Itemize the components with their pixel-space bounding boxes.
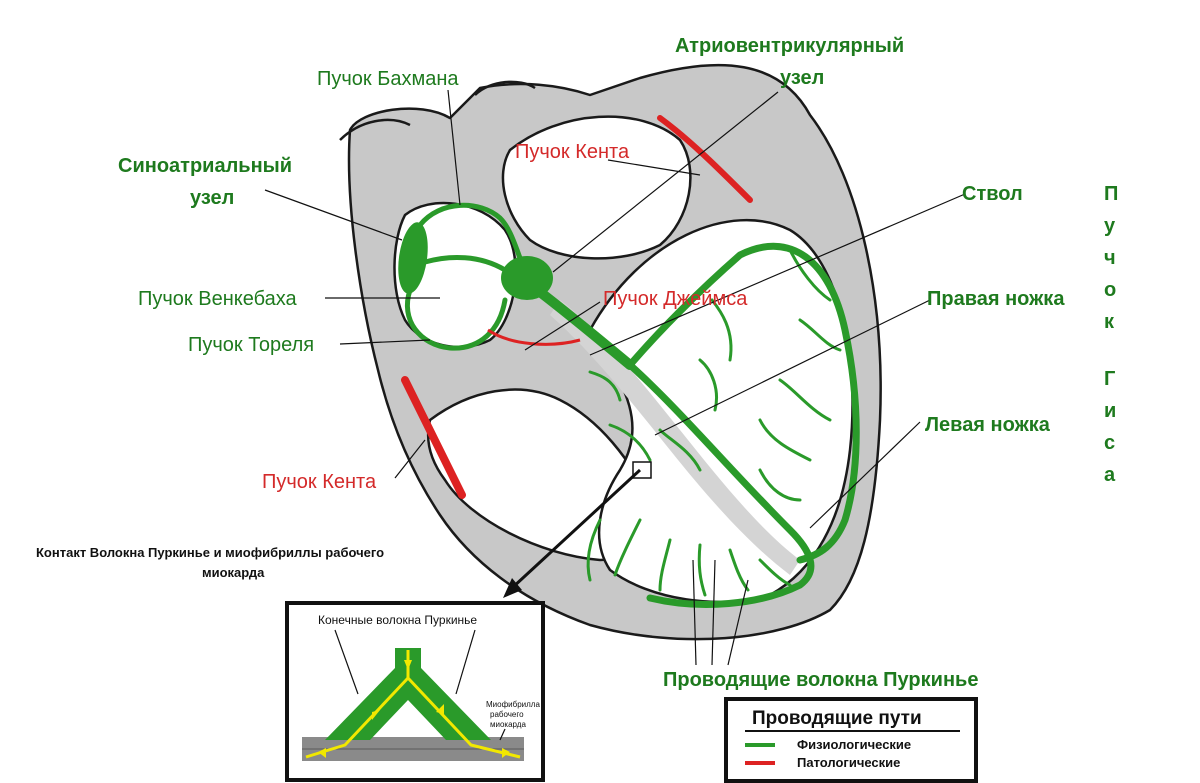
contact-marker-box	[632, 461, 652, 479]
label-wenckebach: Пучок Венкебаха	[138, 288, 298, 310]
inset-impulse-arrows	[318, 660, 510, 758]
inset-purkinje-fibre	[325, 648, 491, 740]
label-contact-line1: Контакт Волокна Пуркинье и миофибриллы р…	[36, 545, 384, 560]
kent-bundle-top-line	[657, 115, 753, 203]
pathological-pathways	[401, 115, 753, 499]
label-right-branch: Правая ножка	[927, 288, 1065, 310]
label-purkinje-conducting: Проводящие волокна Пуркинье	[663, 669, 978, 691]
label-kent-bottom: Пучок Кента	[262, 471, 377, 493]
left-ventricle-cavity	[588, 218, 854, 604]
legend-label-physiological: Физиологические	[797, 737, 911, 752]
his-letter: и	[1104, 400, 1116, 422]
right-bundle-branch-line	[626, 361, 815, 608]
legend-label-pathological: Патологические	[797, 755, 900, 770]
purkinje-contact-inset: Конечные волокна Пуркинье Миофибрилла ра…	[285, 601, 545, 782]
label-left-branch: Левая ножка	[925, 414, 1051, 436]
label-james: Пучок Джеймса	[603, 288, 748, 310]
inset-pointer-arrow	[503, 468, 642, 598]
label-kent-top: Пучок Кента	[515, 141, 630, 163]
label-thorel: Пучок Тореля	[188, 334, 314, 356]
his-letter: а	[1104, 464, 1116, 486]
his-letter: о	[1104, 279, 1116, 301]
his-letter: у	[1104, 215, 1116, 237]
inset-myofibril-label-1: Миофибрилла	[486, 700, 540, 709]
inset-myofibril-label-3: миокарда	[490, 720, 526, 729]
vessel-stub-right	[474, 80, 536, 96]
inset-title: Конечные волокна Пуркинье	[318, 613, 477, 627]
legend-title: Проводящие пути	[752, 708, 922, 729]
legend: Проводящие пути Физиологические Патологи…	[724, 697, 978, 783]
label-contact-line2: миокарда	[202, 565, 265, 580]
label-his-bundle-vertical: П у ч о к Г и с а	[1104, 183, 1118, 486]
kent-bundle-bottom-line	[401, 376, 466, 499]
label-trunk: Ствол	[962, 183, 1023, 205]
leader-lines	[264, 89, 966, 666]
his-letter: с	[1104, 432, 1115, 454]
thorel-bundle-line	[404, 287, 508, 351]
left-atrium-cavity	[501, 115, 692, 260]
bachmann-bundle-line	[417, 202, 523, 261]
sa-node	[398, 222, 428, 294]
labels: Пучок Бахмана Атриовентрикулярный узел П…	[36, 35, 1118, 691]
label-av-node-line1: Атриовентрикулярный	[675, 35, 904, 57]
vessel-stub-left	[339, 118, 411, 141]
label-bachmann: Пучок Бахмана	[317, 68, 459, 90]
his-letter: П	[1104, 183, 1118, 205]
interventricular-septum	[550, 300, 800, 575]
physiological-pathways	[398, 202, 860, 608]
label-sa-node-line1: Синоатриальный	[118, 155, 292, 177]
his-trunk-line	[535, 287, 635, 370]
james-bundle-line	[487, 328, 581, 346]
purkinje-fibers	[586, 248, 842, 597]
label-sa-node-line2: узел	[190, 187, 234, 209]
label-av-node-line2: узел	[780, 67, 824, 89]
his-letter: Г	[1104, 368, 1115, 390]
left-bundle-branch-line	[626, 242, 860, 564]
his-letter: к	[1104, 311, 1115, 333]
inset-myofibril-label-2: рабочего	[490, 710, 524, 719]
his-letter: ч	[1104, 247, 1116, 269]
wenckebach-bundle-line	[422, 254, 508, 273]
legend-frame	[724, 697, 978, 783]
